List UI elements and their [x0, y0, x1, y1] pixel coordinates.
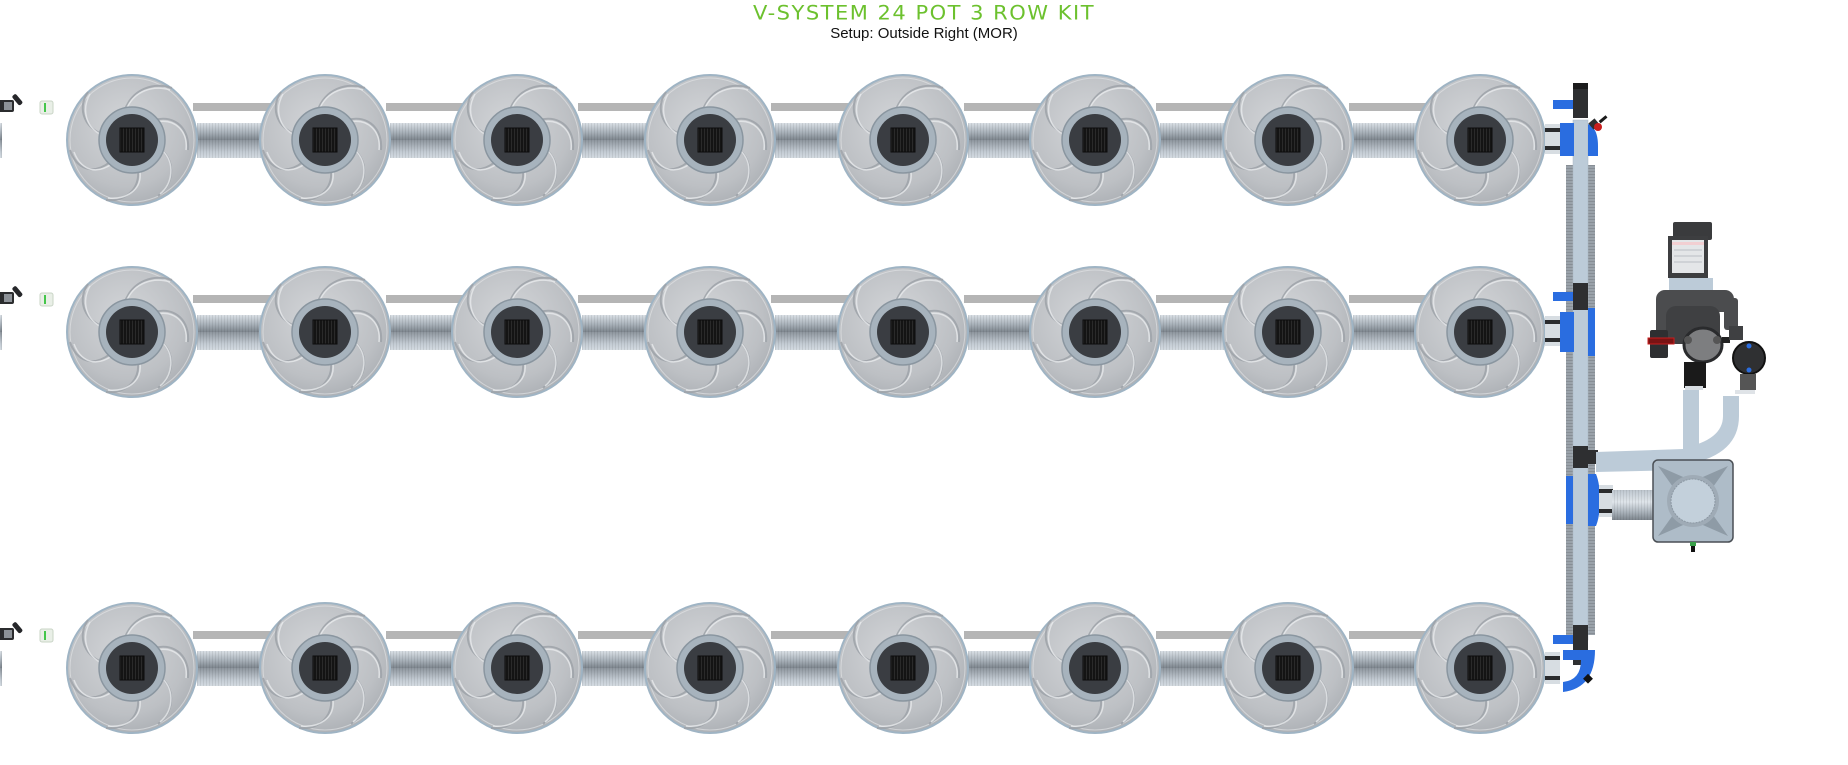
- reservoir-brain-box: [1652, 459, 1734, 552]
- row-1: [0, 74, 1546, 206]
- pot-icon: [1029, 266, 1161, 398]
- pot-icon: [451, 74, 583, 206]
- pot-icon: [644, 74, 776, 206]
- diagram-subtitle: Setup: Outside Right (MOR): [830, 25, 1018, 42]
- flow-meter-icon: [1729, 326, 1766, 394]
- pot-icon: [1414, 602, 1546, 734]
- pot-icon: [644, 602, 776, 734]
- pot-icon: [451, 266, 583, 398]
- green-endcap-icon: [39, 628, 54, 643]
- pot-icon: [1029, 74, 1161, 206]
- red-valve-icon: [1588, 115, 1608, 131]
- pot-icon: [259, 74, 391, 206]
- pot-icon: [1029, 602, 1161, 734]
- pot-icon: [259, 602, 391, 734]
- row-3: [0, 602, 1546, 734]
- pot-icon: [66, 266, 198, 398]
- pot-icon: [837, 74, 969, 206]
- pot-icon: [837, 266, 969, 398]
- pot-icon: [1222, 74, 1354, 206]
- pot-icon: [837, 602, 969, 734]
- manifold-pipe: [1545, 83, 1613, 692]
- pot-icon: [259, 266, 391, 398]
- pot-icon: [451, 602, 583, 734]
- pot-icon: [1222, 266, 1354, 398]
- pump-controller: [1596, 222, 1766, 520]
- row-2: [0, 266, 1546, 398]
- pot-icon: [66, 74, 198, 206]
- green-endcap-icon: [39, 100, 54, 115]
- green-endcap-icon: [39, 292, 54, 307]
- pot-icon: [644, 266, 776, 398]
- diagram-title: V-SYSTEM 24 POT 3 ROW KIT: [752, 1, 1096, 25]
- pot-icon: [66, 602, 198, 734]
- pot-icon: [1222, 602, 1354, 734]
- pot-icon: [1414, 74, 1546, 206]
- pot-icon: [1414, 266, 1546, 398]
